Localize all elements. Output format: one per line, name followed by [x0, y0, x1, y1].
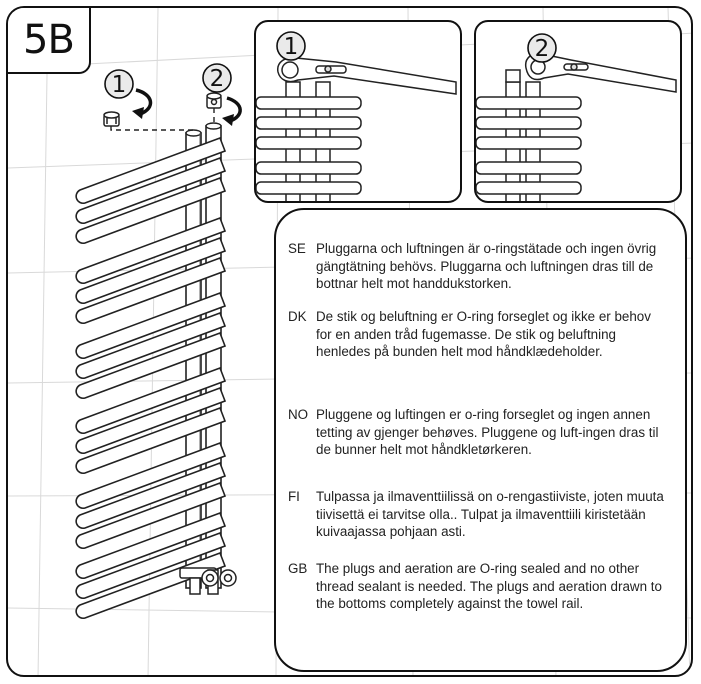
step-label: 5B — [8, 8, 91, 74]
inset-callout-2: 2 — [527, 33, 557, 63]
vent-part — [206, 92, 222, 109]
wrench-icon — [277, 56, 457, 95]
instruction-text-fi: Tulpassa ja ilmaventtiilissä on o-rengas… — [316, 489, 664, 540]
bottom-valves — [179, 567, 237, 595]
instruction-no: NO Pluggene og luftingen er o-ring forse… — [288, 406, 673, 459]
inset-2-number: 2 — [535, 36, 550, 62]
instruction-dk: DK De stik og beluftning er O-ring forse… — [288, 308, 673, 361]
lang-code-gb: GB — [288, 561, 308, 576]
callout-vent-number: 2 — [210, 66, 225, 92]
detail-inset-vent: 2 — [474, 20, 682, 203]
instruction-gb: GB The plugs and aeration are O-ring sea… — [288, 560, 673, 613]
step-frame: 1 2 5B — [6, 6, 693, 677]
instruction-panel: SE Pluggarna och luftningen är o-ringstä… — [274, 208, 687, 672]
instruction-fi: FI Tulpassa ja ilmaventtiilissä on o-ren… — [288, 488, 673, 541]
alignment-lines — [110, 108, 215, 134]
callout-vent: 2 — [202, 63, 232, 93]
instruction-se: SE Pluggarna och luftningen är o-ringstä… — [288, 240, 673, 293]
towel-rail-figure: 1 2 — [75, 63, 242, 620]
instruction-text-dk: De stik og beluftning er O-ring forsegle… — [316, 309, 651, 360]
inset-callout-1: 1 — [276, 31, 306, 61]
lang-code-no: NO — [288, 407, 309, 422]
plug-part — [103, 111, 120, 127]
rotate-arrow-head-icon — [132, 107, 144, 119]
rotate-arrow-head-icon-2 — [222, 114, 234, 126]
callout-plug-number: 1 — [112, 72, 127, 98]
inset-plug-drawing: 1 — [256, 31, 457, 201]
instruction-text-gb: The plugs and aeration are O-ring sealed… — [316, 561, 662, 612]
inset-1-number: 1 — [284, 34, 299, 60]
lang-code-fi: FI — [288, 489, 300, 504]
callout-plug: 1 — [104, 69, 134, 99]
instruction-text-no: Pluggene og luftingen er o-ring forsegle… — [316, 407, 659, 458]
lang-code-dk: DK — [288, 309, 307, 324]
wrench-icon-2 — [524, 52, 677, 93]
instruction-text-se: Pluggarna och luftningen är o-ringstätad… — [316, 241, 657, 292]
rail-bars — [75, 137, 226, 620]
rotate-arrow-icon — [135, 88, 153, 116]
detail-inset-plug: 1 — [254, 20, 462, 203]
inset-vent-drawing: 2 — [476, 33, 677, 201]
lang-code-se: SE — [288, 241, 306, 256]
